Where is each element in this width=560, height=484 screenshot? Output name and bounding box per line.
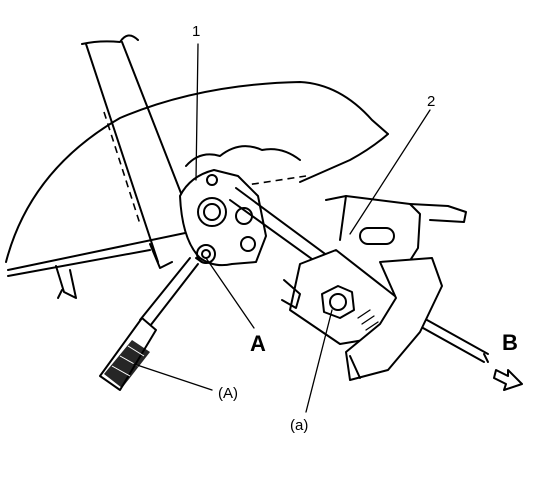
label-part-2: 2 [427, 93, 435, 110]
frame-pipe [81, 34, 187, 269]
screwdriver-tool [99, 257, 203, 391]
cover-shell [5, 81, 389, 299]
label-tool-a: (A) [218, 385, 238, 402]
leader-lines [133, 43, 431, 413]
label-bolt-a: (a) [290, 417, 308, 434]
label-point-a: A [250, 331, 266, 356]
direction-arrow-b-icon [493, 369, 523, 391]
label-direction-b: B [502, 330, 518, 355]
bracket-part-2 [325, 195, 467, 271]
label-part-1: 1 [192, 23, 200, 40]
cable-adjuster [281, 249, 443, 381]
